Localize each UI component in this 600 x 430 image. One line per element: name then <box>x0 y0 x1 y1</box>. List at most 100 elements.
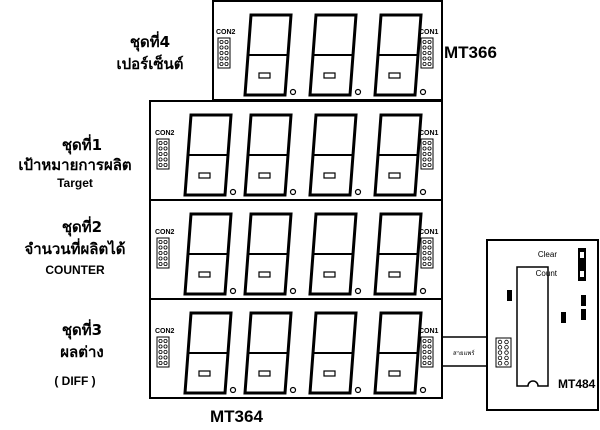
pin <box>219 40 224 45</box>
pin <box>422 349 427 354</box>
pin <box>163 355 168 360</box>
decimal-point <box>354 287 362 295</box>
pin <box>427 360 432 365</box>
microcontroller-chip <box>516 266 549 387</box>
pin <box>158 250 163 255</box>
pin <box>504 350 509 355</box>
pin <box>158 338 163 343</box>
pin <box>158 162 163 167</box>
pin <box>163 338 168 343</box>
group3-subtitle: ผลต่าง <box>60 343 103 361</box>
pin <box>163 250 168 255</box>
seven-segment-digit <box>373 311 427 395</box>
con1-connector-header <box>420 138 434 170</box>
cable-label: สายแพร์ <box>453 349 475 357</box>
pin <box>427 146 432 151</box>
pin <box>224 40 229 45</box>
pin <box>422 338 427 343</box>
decimal-point <box>419 287 427 295</box>
digit-bottom-segment <box>388 172 401 179</box>
group2-title: ชุดที่2 <box>62 216 102 237</box>
digit-outline <box>308 212 358 296</box>
decimal-point <box>289 188 297 196</box>
pin <box>158 157 163 162</box>
pin <box>422 51 427 56</box>
seven-segment-digit <box>183 113 237 197</box>
decimal-point <box>419 386 427 394</box>
group3-english: ( DIFF ) <box>54 374 95 388</box>
pin <box>427 239 432 244</box>
pin <box>163 162 168 167</box>
decimal-point <box>289 287 297 295</box>
seven-segment-digit <box>308 113 362 197</box>
mt364-panel-counter <box>149 199 443 300</box>
clear-count-switch[interactable] <box>578 248 586 281</box>
digit-bottom-segment <box>198 271 211 278</box>
pin <box>163 360 168 365</box>
pin <box>427 56 432 61</box>
digit-bottom-segment <box>388 370 401 377</box>
jumper <box>581 309 586 320</box>
seven-segment-digit <box>183 212 237 296</box>
seven-segment-digit <box>308 13 362 97</box>
con1-connector-header <box>420 336 434 368</box>
pin <box>427 355 432 360</box>
pin <box>158 355 163 360</box>
pin <box>497 339 503 345</box>
pin <box>427 51 432 56</box>
seven-segment-digit <box>373 13 427 97</box>
pin <box>422 239 427 244</box>
group1-subtitle: เป้าหมายการผลิต <box>18 156 131 174</box>
seven-segment-digit <box>373 212 427 296</box>
pin <box>427 338 432 343</box>
pin <box>163 349 168 354</box>
con1-connector: CON1 <box>419 29 439 69</box>
decimal-point <box>354 188 362 196</box>
decimal-point <box>229 287 237 295</box>
pin <box>422 151 427 156</box>
pin <box>422 344 427 349</box>
con2-connector: CON2 <box>155 229 175 269</box>
digit-bottom-segment <box>258 172 271 179</box>
pin <box>422 157 427 162</box>
pin <box>422 146 427 151</box>
con1-connector: CON1 <box>419 328 439 368</box>
digit-outline <box>243 212 293 296</box>
pin <box>158 256 163 261</box>
digit-outline <box>243 13 293 97</box>
mt364-model-label: MT364 <box>210 407 263 426</box>
decimal-point <box>354 88 362 96</box>
pin <box>427 151 432 156</box>
pin <box>422 56 427 61</box>
digit-bottom-segment <box>323 271 336 278</box>
pin <box>219 51 224 56</box>
pin <box>422 40 427 45</box>
count-label: Count <box>536 269 558 278</box>
pin <box>158 261 163 266</box>
pin <box>158 245 163 250</box>
con1-connector-header <box>420 237 434 269</box>
pin <box>427 256 432 261</box>
pin <box>422 250 427 255</box>
pin <box>158 360 163 365</box>
mt364-panel-target <box>149 100 443 201</box>
pin <box>427 140 432 145</box>
switch-slot <box>580 252 584 258</box>
pin <box>422 245 427 250</box>
pin <box>422 45 427 50</box>
pin <box>422 256 427 261</box>
switch-slot <box>580 271 584 277</box>
con2-connector-header <box>156 138 170 170</box>
seven-segment-digit <box>243 13 297 97</box>
pin <box>497 350 503 355</box>
pin <box>422 360 427 365</box>
digit-outline <box>243 113 293 197</box>
decimal-point <box>289 386 297 394</box>
digit-bottom-segment <box>323 72 336 79</box>
decimal-point <box>419 188 427 196</box>
pin <box>427 349 432 354</box>
con2-connector-label: CON2 <box>216 29 236 36</box>
decimal-point <box>229 386 237 394</box>
mt366-model-label: MT366 <box>444 43 497 62</box>
jumper <box>561 312 566 323</box>
